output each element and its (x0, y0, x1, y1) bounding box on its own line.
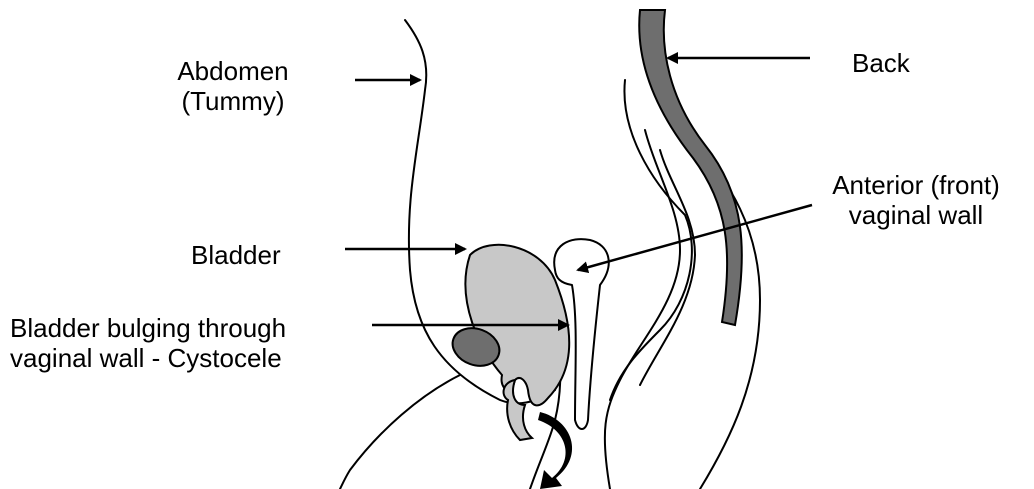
abdomen-label: Abdomen (Tummy) (158, 56, 308, 116)
cystocele-label-line1: Bladder bulging through (10, 313, 286, 343)
cystocele-label-line2: vaginal wall - Cystocele (10, 343, 286, 373)
prolapse-direction-arrow (538, 412, 572, 489)
abdomen-label-line1: Abdomen (158, 56, 308, 86)
abdomen-label-line2: (Tummy) (158, 86, 308, 116)
bladder-label: Bladder (191, 240, 281, 270)
perineum-outline (340, 375, 460, 489)
rectum-outline (605, 130, 680, 489)
back-label: Back (852, 48, 910, 78)
anterior-wall-label-line2: vaginal wall (816, 200, 1016, 230)
rectum-inner-outline (640, 150, 695, 385)
cystocele-label: Bladder bulging through vaginal wall - C… (10, 313, 286, 373)
anterior-wall-label: Anterior (front) vaginal wall (816, 170, 1016, 230)
anterior-wall-label-line1: Anterior (front) (816, 170, 1016, 200)
